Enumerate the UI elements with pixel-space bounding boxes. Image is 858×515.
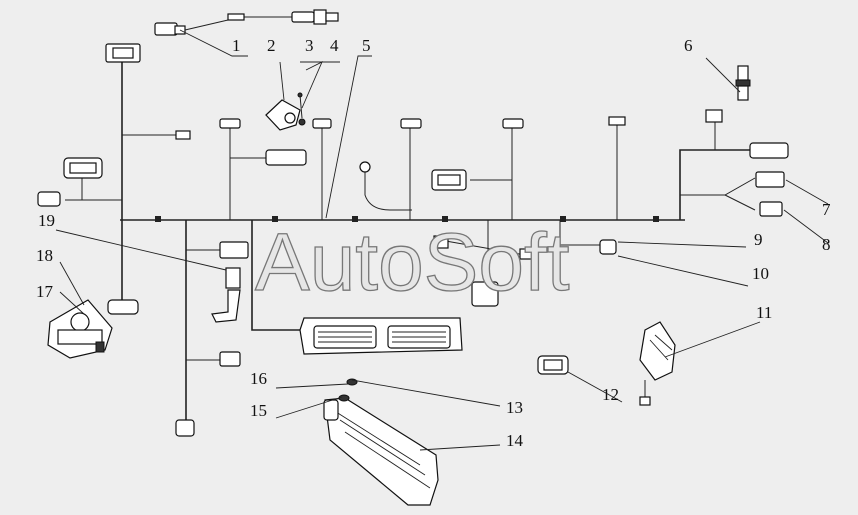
- mid-connector: [431, 169, 617, 307]
- callout-15: 15: [250, 401, 267, 420]
- callout-12: 12: [602, 385, 619, 404]
- callout-17: 17: [36, 282, 54, 301]
- callout-18: 18: [36, 246, 53, 265]
- top-connectors: [105, 43, 789, 173]
- pedal-sensor-part: [639, 321, 676, 406]
- callout-6: 6: [684, 36, 693, 55]
- callout-4: 4: [330, 36, 339, 55]
- right-connectors: [755, 171, 785, 217]
- ecu-channel-part: [323, 378, 439, 506]
- crank-sensor-part: [265, 92, 306, 131]
- ecu-connector: [299, 317, 463, 355]
- throttle-body-part: [47, 299, 113, 359]
- callout-13: 13: [506, 398, 523, 417]
- callout-19: 19: [38, 211, 55, 230]
- left-connectors: [37, 157, 139, 315]
- callout-16: 16: [250, 369, 267, 388]
- callout-14: 14: [506, 431, 524, 450]
- callout-9: 9: [754, 230, 763, 249]
- leader-lines: [55, 29, 829, 451]
- callout-labels: 1 2 3 4 5 6 7 8 9 10 11 12 13 14 15 16 1…: [36, 36, 831, 450]
- tape-marks: [155, 216, 659, 222]
- callout-10: 10: [752, 264, 769, 283]
- callout-5: 5: [362, 36, 371, 55]
- harness-wires: [65, 52, 756, 420]
- callout-2: 2: [267, 36, 276, 55]
- callout-7: 7: [822, 200, 831, 219]
- left-column-parts: [175, 241, 249, 437]
- connector-12: [537, 355, 569, 375]
- temp-sensor-part: [735, 65, 751, 101]
- callout-11: 11: [756, 303, 772, 322]
- callout-8: 8: [822, 235, 831, 254]
- callout-1: 1: [232, 36, 241, 55]
- callout-3: 3: [305, 36, 314, 55]
- watermark-text: AutoSoft: [255, 217, 570, 308]
